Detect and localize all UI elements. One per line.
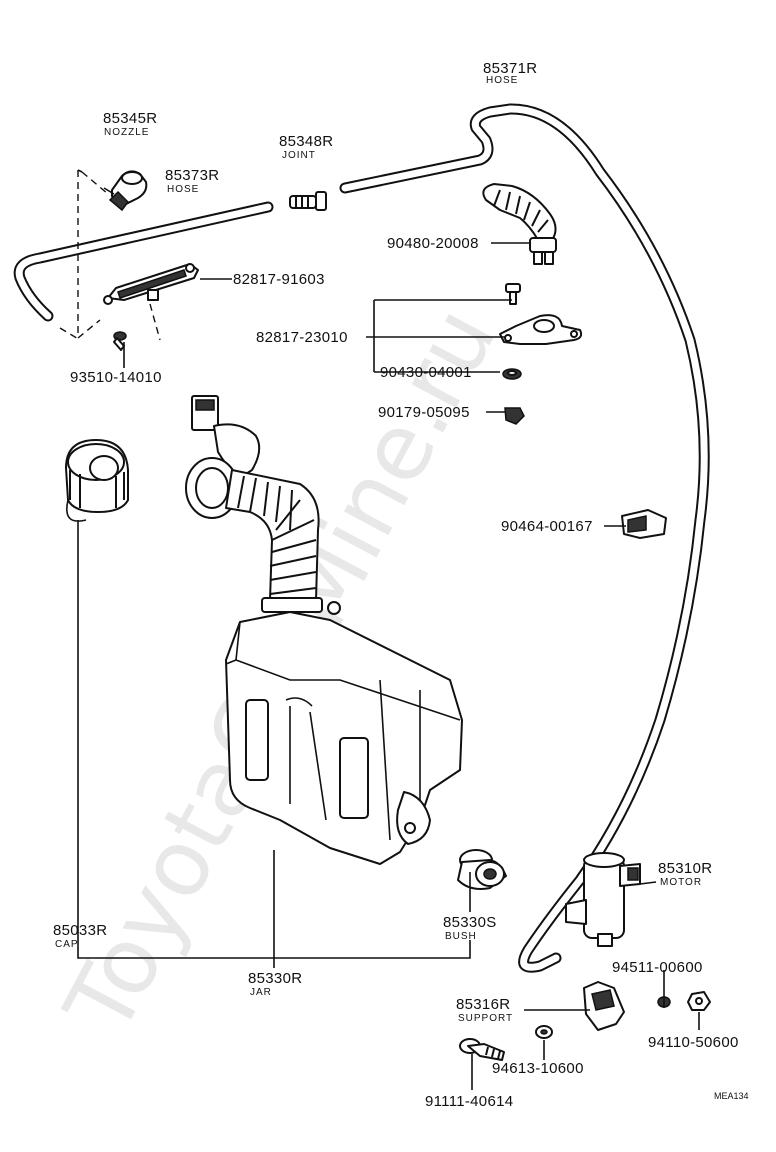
label-85310r-part: 85310R [658, 860, 712, 877]
label-90480-20008: 90480-20008 [387, 235, 479, 252]
label-85330r-part: 85330R [248, 970, 302, 987]
label-93510-14010: 93510-14010 [70, 369, 162, 386]
label-85033r-desc: CAP [55, 939, 79, 950]
clip-90179-05095 [504, 407, 525, 425]
support-85316r [583, 981, 625, 1031]
hose-85373r [13, 201, 274, 322]
label-91111-40614: 91111-40614 [425, 1093, 513, 1110]
guide-dash-left [77, 170, 101, 340]
label-90430-04001: 90430-04001 [380, 364, 472, 381]
label-85348r-desc: JOINT [282, 150, 316, 161]
hose-85371r [339, 103, 710, 973]
bracket-82817-23010 [499, 314, 583, 345]
guide-dash-bracket [59, 303, 161, 341]
label-82817-23010: 82817-23010 [256, 329, 348, 346]
bolt-91111-40614 [459, 1038, 505, 1061]
label-85348r-part: 85348R [279, 133, 333, 150]
label-94511-00600: 94511-00600 [612, 959, 703, 976]
nozzle-85345r [103, 170, 148, 212]
nut-94110-50600 [687, 991, 711, 1011]
label-90464-00167: 90464-00167 [501, 518, 593, 535]
label-90179-05095: 90179-05095 [378, 404, 470, 421]
label-85371r-part: 85371R [483, 60, 537, 77]
joint-85348r [289, 191, 327, 211]
label-85373r-desc: HOSE [167, 184, 199, 195]
label-85373r-part: 85373R [165, 167, 219, 184]
label-85330r-desc: JAR [250, 987, 272, 998]
bush-85330s [457, 849, 507, 890]
label-85345r-desc: NOZZLE [104, 127, 149, 138]
figure-reference: MEA134 [714, 1091, 749, 1101]
cap-85033r [65, 439, 129, 522]
label-94110-50600: 94110-50600 [648, 1034, 739, 1051]
label-85316r-part: 85316R [456, 996, 510, 1013]
label-94613-10600: 94613-10600 [492, 1060, 584, 1077]
boot-90480-20008 [482, 183, 557, 265]
washer-94613-10600 [535, 1025, 553, 1039]
motor-85310r [565, 852, 641, 947]
label-85316r-desc: SUPPORT [458, 1013, 513, 1024]
guide-dash-mid [81, 171, 109, 195]
label-85371r-desc: HOSE [486, 75, 518, 86]
label-82817-91603: 82817-91603 [233, 271, 325, 288]
screw-93510-14010 [113, 331, 127, 351]
label-85310r-desc: MOTOR [660, 877, 702, 888]
label-85033r-part: 85033R [53, 922, 107, 939]
bolt-small [505, 283, 521, 305]
clamp-90464-00167 [621, 509, 667, 539]
leader-lines [77, 169, 700, 1090]
bracket-82817-91603 [103, 263, 199, 305]
label-85330s-desc: BUSH [445, 931, 477, 942]
label-85330s-part: 85330S [443, 914, 497, 931]
label-85345r-part: 85345R [103, 110, 157, 127]
nut-90430-04001 [502, 368, 522, 380]
jar-85330r [185, 395, 463, 865]
